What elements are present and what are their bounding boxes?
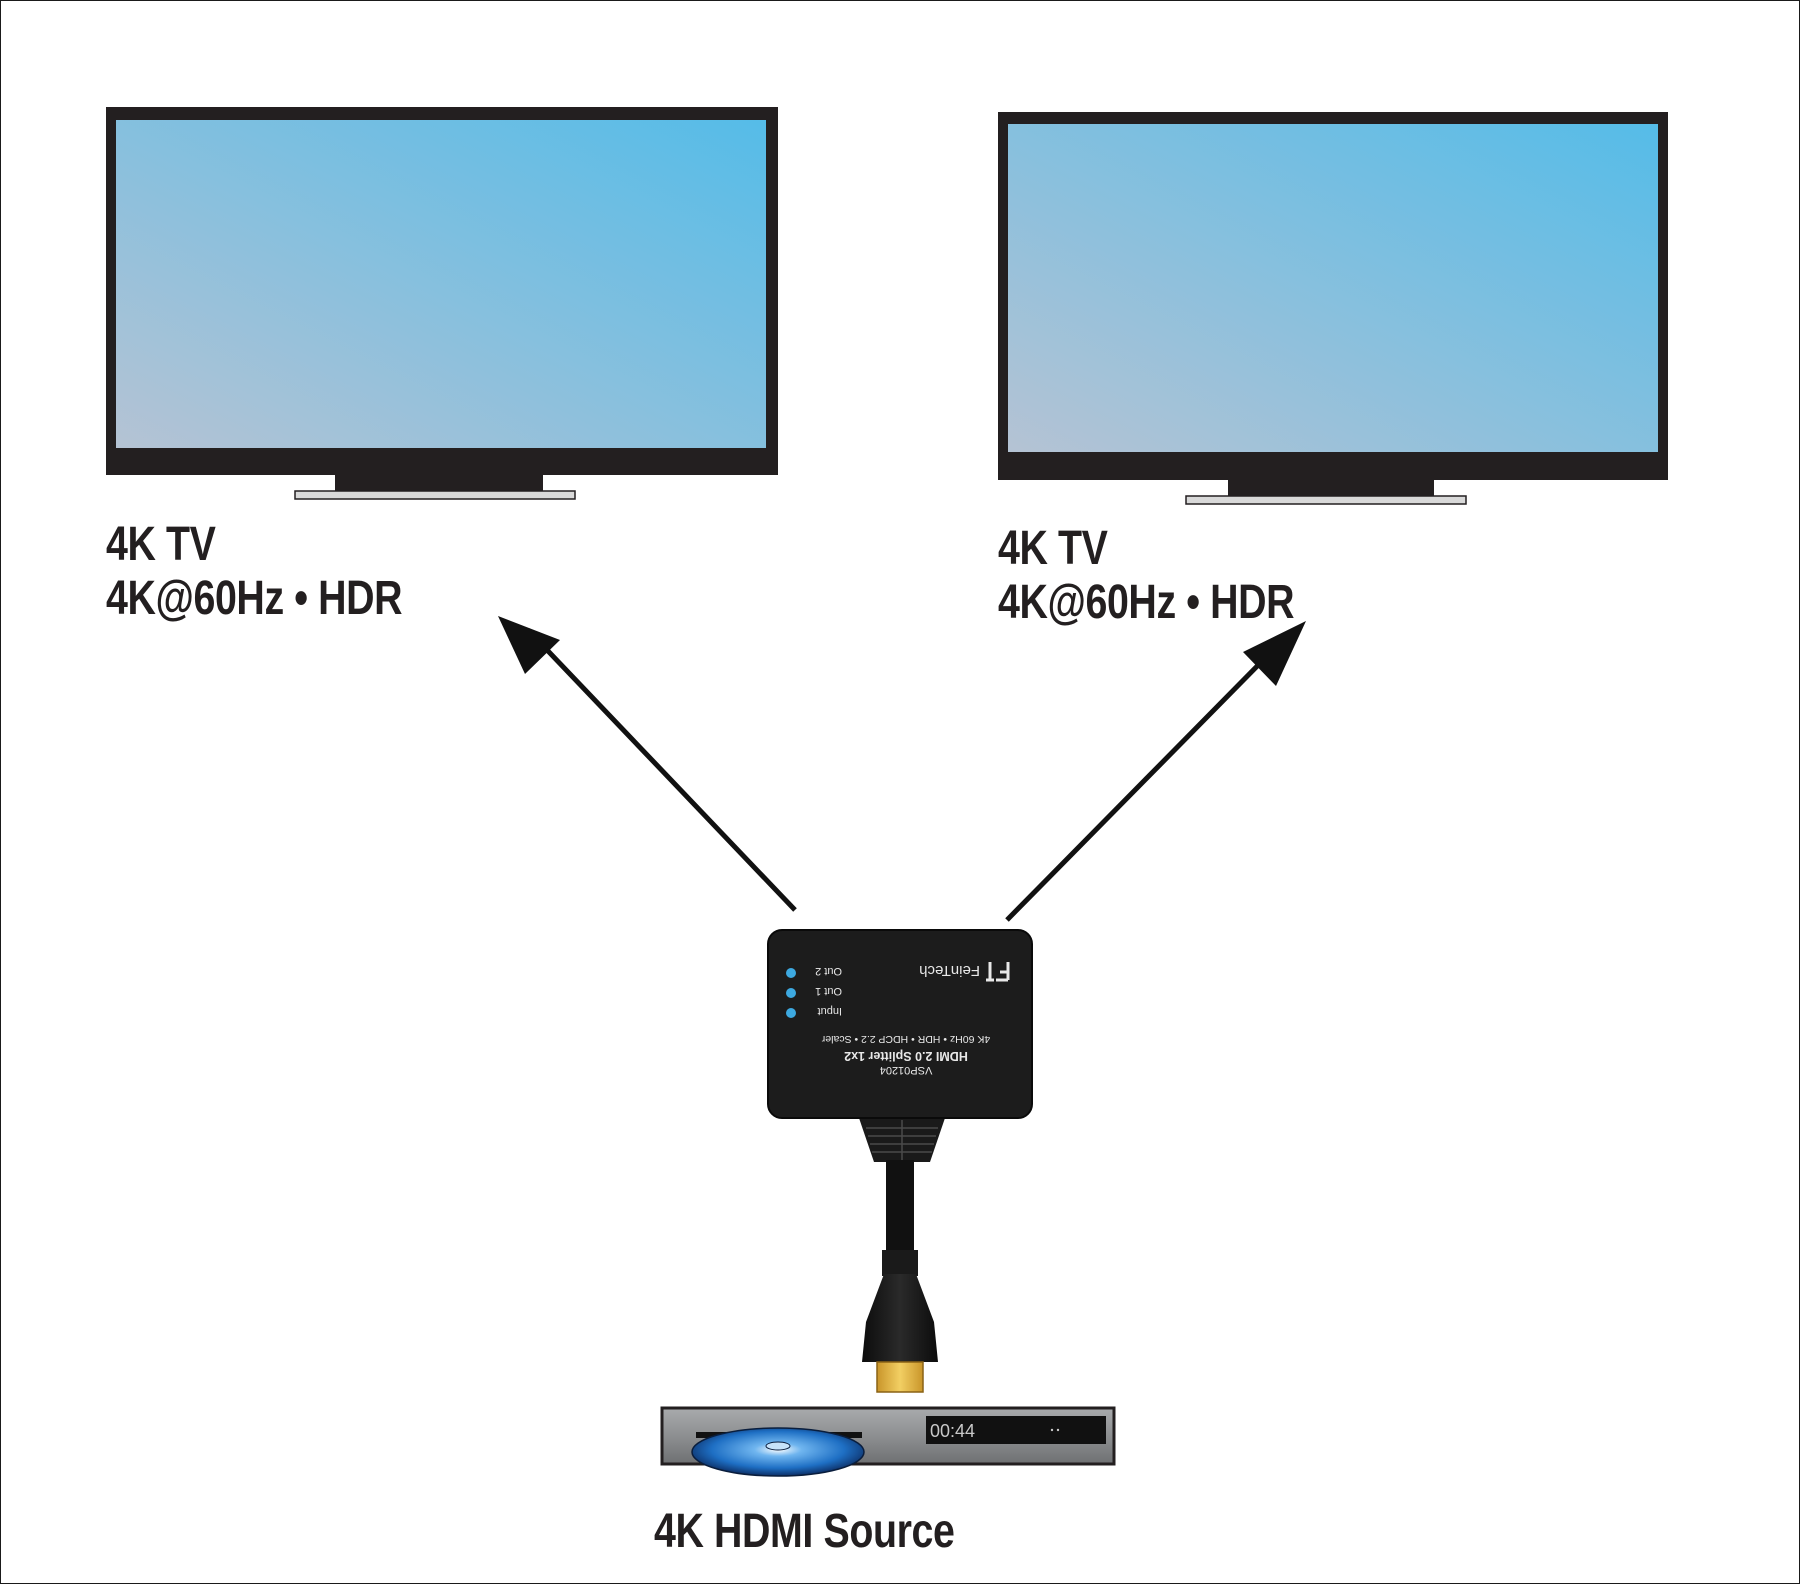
tv-right-spec: 4K@60Hz • HDR [998,576,1295,629]
hdmi-plug-tip [876,1361,924,1393]
splitter-product-name: HDMI 2.0 Splitter 1x2 [844,1049,968,1063]
tv-right-screen [1008,124,1658,452]
arrow-to-left-tv [498,616,797,912]
tv-left-neck [335,475,543,491]
hdmi-splitter: Out 2 Out 1 Input FeinTech 4K 60Hz • HDR… [767,929,1033,1119]
tv-right-title: 4K TV [998,522,1108,575]
tv-left-stand [294,490,576,500]
player-display-dot-1 [1050,1428,1054,1432]
tv-left-screen [116,120,766,448]
tv-right-caption: 4K TV 4K@60Hz • HDR [998,522,1295,630]
cable-body [886,1160,914,1260]
blu-ray-disc-hub [765,1441,791,1451]
strain-relief-ribs [866,1120,938,1160]
arrow-to-right-tv [1005,621,1306,922]
splitter-features: 4K 60Hz • HDR • HDCP 2.2 • Scaler [821,1033,990,1045]
led-out-2-label: Out 2 [815,965,842,977]
led-input-label: Input [818,1005,842,1017]
splitter-body [767,929,1033,1119]
tv-left-caption: 4K TV 4K@60Hz • HDR [106,518,403,626]
splitter-brand: FeinTech [919,962,980,979]
arrow-right-head [1243,621,1306,686]
tv-right [998,112,1668,505]
blu-ray-disc [691,1427,865,1477]
hdmi-source-player: 00:44 [660,1406,1116,1477]
feintech-logo-icon [986,962,1010,982]
tv-right-stand [1185,495,1467,505]
hdmi-plug [862,1274,938,1362]
tv-left-title: 4K TV [106,518,216,571]
led-out-1: Out 1 [786,985,842,998]
led-input: Input [786,1005,842,1018]
cable-collar [882,1250,918,1276]
tv-right-neck [1228,480,1434,496]
feintech-logo: FeinTech [919,962,1010,982]
tv-left [106,107,778,500]
arrow-left-head [498,616,560,674]
splitter-model: VSP01204 [880,1064,933,1076]
player-display-panel [926,1416,1106,1444]
source-caption: 4K HDMI Source [654,1505,955,1558]
player-display-dot-2 [1056,1428,1060,1432]
led-out-1-label: Out 1 [815,985,842,997]
hdmi-cable [859,1118,945,1393]
led-out-2: Out 2 [786,965,842,978]
tv-left-spec: 4K@60Hz • HDR [106,572,403,625]
player-display-time: 00:44 [930,1421,975,1441]
